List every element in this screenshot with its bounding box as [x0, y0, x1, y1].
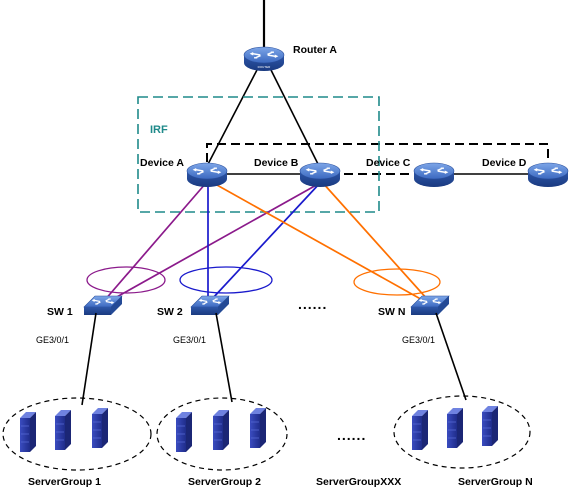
device-d-label: Device D	[482, 157, 527, 169]
swn-port-label: GE3/0/1	[402, 335, 435, 345]
aggregation-ring-sw2	[179, 266, 273, 294]
server-group-2	[156, 397, 288, 471]
sw2-port-label: GE3/0/1	[173, 335, 206, 345]
aggregation-ring-sw1	[86, 266, 166, 294]
server-icon	[175, 411, 193, 453]
irf-ring-top	[206, 143, 549, 162]
server-icon	[481, 405, 499, 447]
sw1-label: SW 1	[47, 306, 73, 318]
link-router-device-a	[205, 67, 259, 169]
server-group-xxx-label: ServerGroupXXX	[316, 476, 401, 488]
sw1-server-link	[81, 312, 97, 406]
server-group-2-label: ServerGroup 2	[188, 476, 261, 488]
device-d-icon	[528, 163, 568, 187]
swn-label: SW N	[378, 306, 405, 318]
sw2-server-link	[215, 312, 233, 403]
server-group-n	[393, 395, 531, 469]
router-a-label: Router A	[293, 44, 337, 56]
device-a-label: Device A	[140, 157, 184, 169]
switch-ellipsis: ......	[298, 296, 327, 312]
server-icon	[446, 407, 464, 449]
group-ellipsis: ......	[337, 427, 366, 443]
device-b-icon	[300, 163, 340, 187]
link-device-b-sw2	[211, 182, 321, 300]
sw1-port-label: GE3/0/1	[36, 335, 69, 345]
server-group-n-label: ServerGroup N	[458, 476, 533, 488]
link-device-b-sw1	[105, 182, 321, 304]
link-device-b-swn	[321, 181, 429, 301]
irf-label: IRF	[150, 124, 168, 136]
device-a-icon	[187, 163, 227, 187]
server-icon	[54, 409, 72, 451]
sw1-icon	[84, 296, 122, 315]
server-group-1	[2, 397, 152, 471]
server-icon	[411, 409, 429, 451]
server-icon	[91, 407, 109, 449]
device-b-label: Device B	[254, 157, 299, 169]
server-icon	[249, 407, 267, 449]
server-group-1-label: ServerGroup 1	[28, 476, 101, 488]
link-device-a-swn	[207, 179, 427, 303]
irf-box	[137, 96, 380, 213]
device-c-label: Device C	[366, 157, 411, 169]
aggregation-ring-swn	[353, 268, 441, 296]
server-icon	[212, 409, 230, 451]
sw2-label: SW 2	[157, 306, 183, 318]
router-a-icon: ROUTER	[244, 47, 284, 71]
router-badge: ROUTER	[258, 65, 272, 69]
swn-server-link	[435, 312, 467, 401]
sw2-icon	[191, 296, 229, 315]
device-c-icon	[414, 163, 454, 187]
link-router-device-b	[269, 67, 321, 169]
swn-icon	[411, 296, 449, 315]
server-icon	[19, 411, 37, 453]
link-device-a-sw1	[103, 182, 207, 302]
